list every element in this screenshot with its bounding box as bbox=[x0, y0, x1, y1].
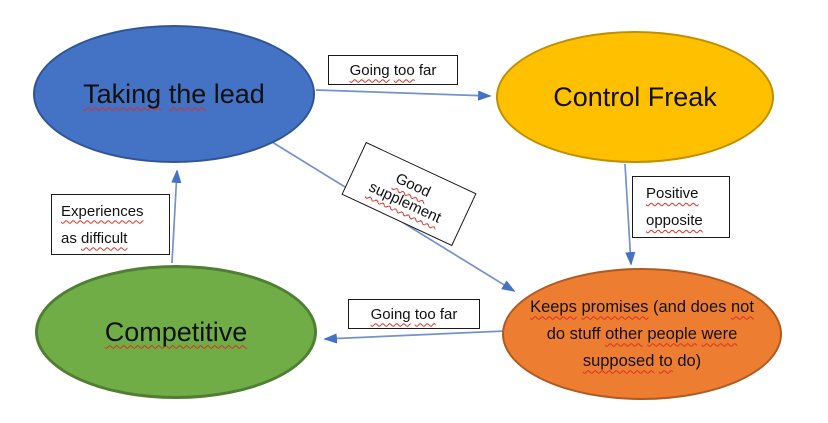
node-control-freak[interactable]: Control Freak bbox=[496, 31, 774, 163]
node-competitive-label: Competitive bbox=[104, 316, 248, 347]
arrow-experiences-as-difficult[interactable] bbox=[171, 169, 182, 264]
node-control-freak-label: Control Freak bbox=[553, 81, 717, 112]
label-going-too-far-bottom[interactable]: Going too far bbox=[348, 299, 480, 329]
label-going-too-far-top[interactable]: Going too far bbox=[328, 55, 458, 85]
arrow-going-too-far-bottom[interactable] bbox=[323, 330, 506, 344]
node-taking-the-lead[interactable]: Taking the lead bbox=[33, 25, 315, 163]
node-taking-the-lead-label: Taking the lead bbox=[83, 78, 265, 109]
node-competitive[interactable]: Competitive bbox=[35, 265, 317, 399]
arrow-going-too-far-top[interactable] bbox=[315, 89, 492, 101]
arrow-positive-opposite[interactable] bbox=[624, 163, 636, 266]
